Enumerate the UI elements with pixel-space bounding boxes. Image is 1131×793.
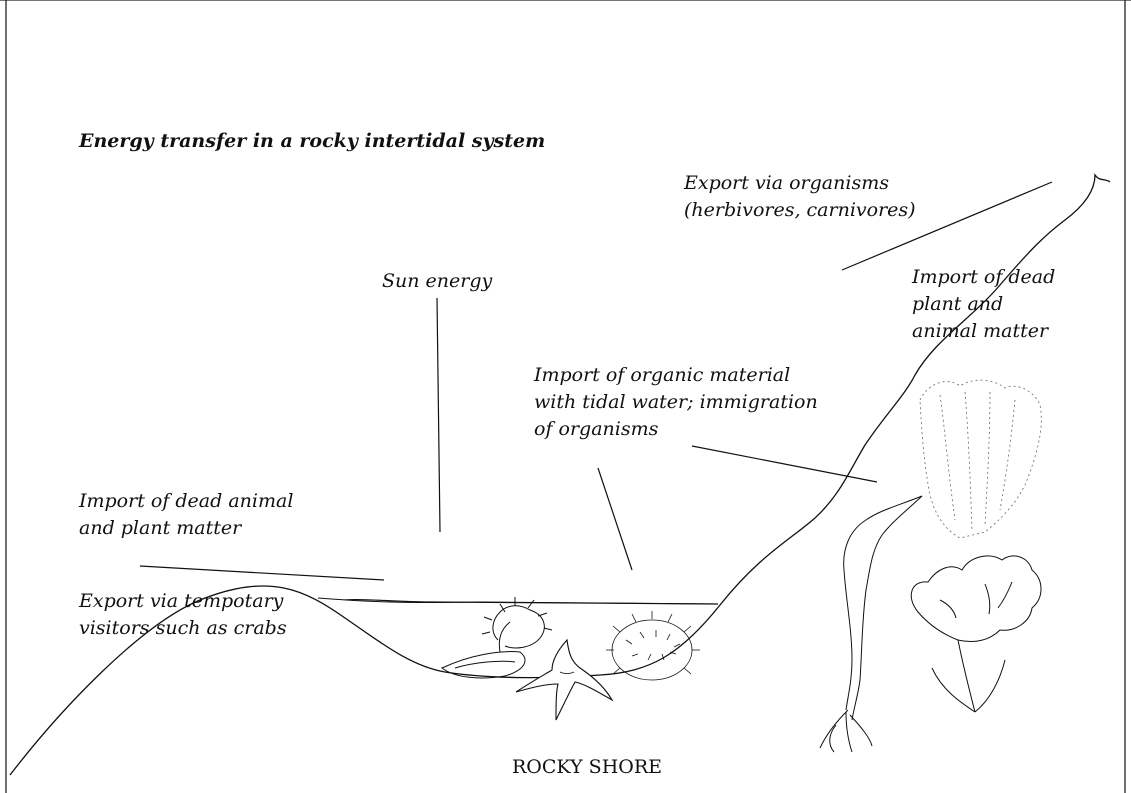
sea-urchin-drawing [606,611,700,680]
label-line: Import of dead [912,264,1055,291]
label-line: Export via tempotary [79,588,287,615]
label-rocky-shore: ROCKY SHORE [512,754,662,781]
leader-import-organic-shore [692,446,877,482]
label-line: animal matter [912,318,1055,345]
sea-anemone-drawing [442,597,552,678]
coralline-alga-drawing [920,380,1041,538]
diagram-title: Energy transfer in a rocky intertidal sy… [79,128,545,155]
branched-seaweed-drawing [911,556,1041,712]
sea-star-drawing [516,640,612,720]
label-export-organisms: Export via organisms (herbivores, carniv… [684,170,916,224]
label-line: with tidal water; immigration [534,389,818,416]
label-line: Import of dead animal [79,488,293,515]
label-line: (herbivores, carnivores) [684,197,916,224]
label-import-dead-top: Import of dead plant and animal matter [912,264,1055,345]
kelp-drawing [820,496,922,752]
label-import-organic: Import of organic material with tidal wa… [534,362,818,443]
leader-import-organic-tidal [598,468,632,570]
leader-import-dead-left [140,566,384,580]
label-export-visitors: Export via tempotary visitors such as cr… [79,588,287,642]
label-line: visitors such as crabs [79,615,287,642]
label-line: plant and [912,291,1055,318]
label-sun-energy: Sun energy [382,268,492,295]
label-import-dead-left: Import of dead animal and plant matter [79,488,293,542]
label-line: and plant matter [79,515,293,542]
label-line: Import of organic material [534,362,818,389]
label-line: Export via organisms [684,170,916,197]
leader-sun-energy [437,298,440,532]
label-line: of organisms [534,416,818,443]
